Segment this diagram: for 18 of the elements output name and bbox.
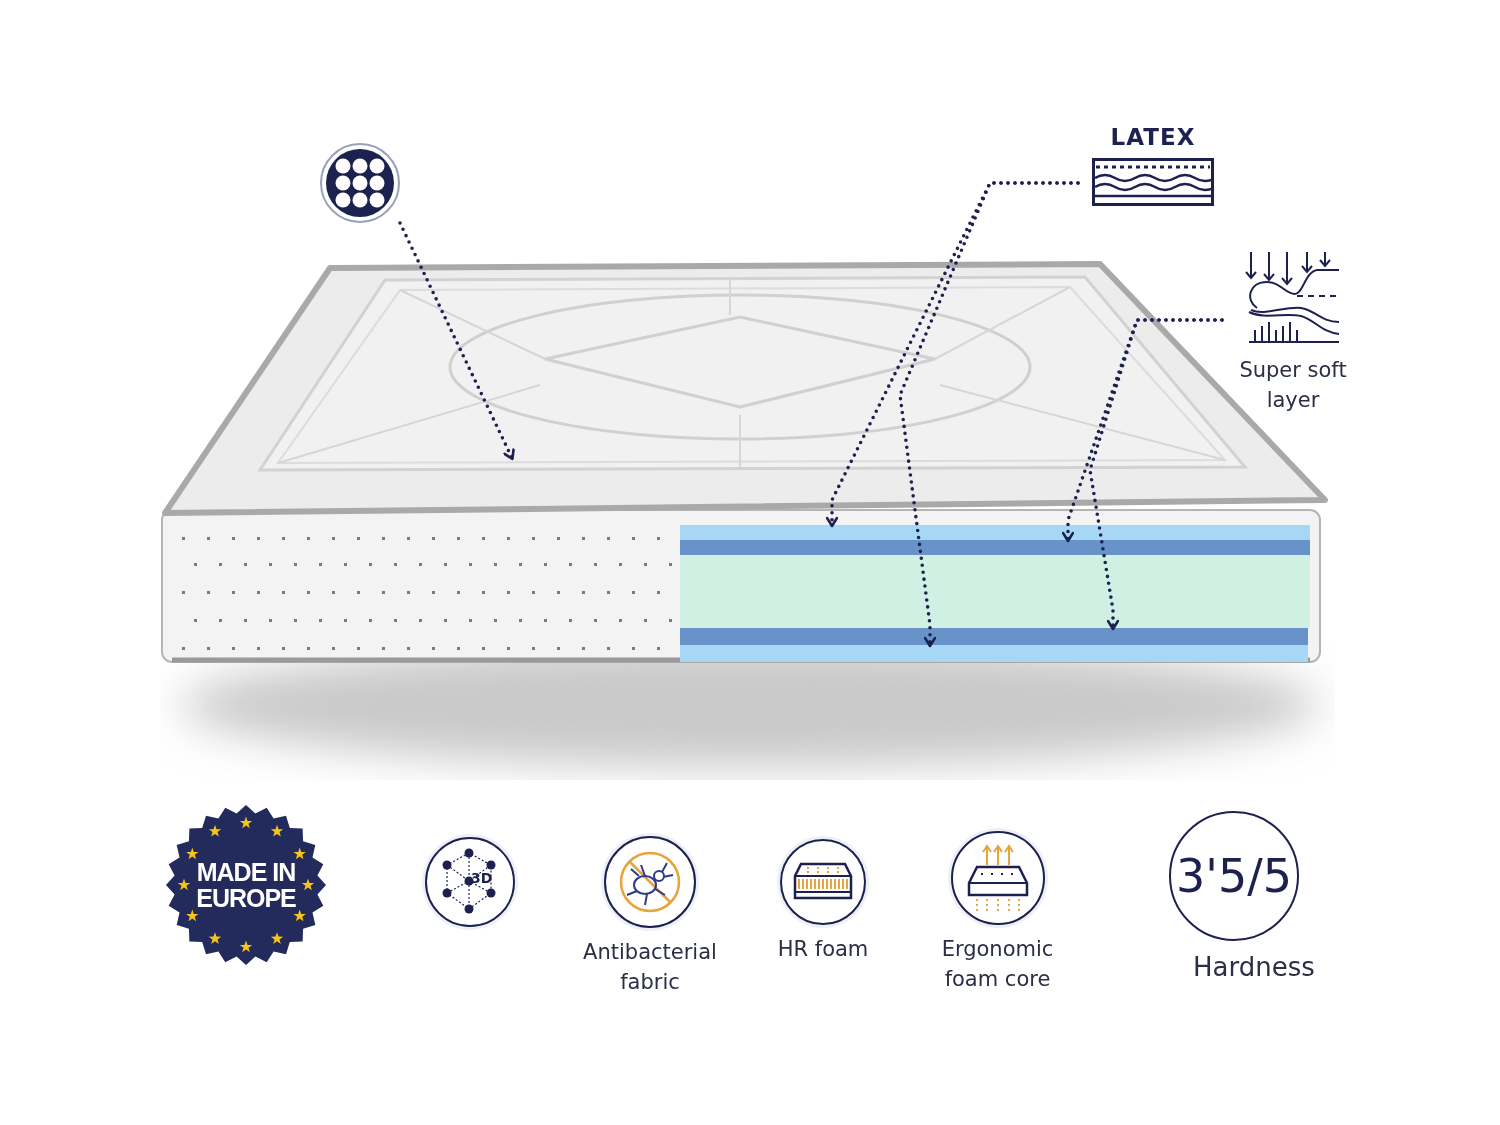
node-label: HR foam <box>777 936 869 963</box>
leader-arrow <box>898 181 1080 648</box>
foam-layer <box>680 628 1308 645</box>
node-label: Super soft layer <box>1238 357 1348 414</box>
rating-value: 3'5/5 <box>1176 853 1292 899</box>
foam-layer <box>680 540 1310 555</box>
heading: LATEX <box>1110 125 1196 151</box>
foam-layer <box>680 555 1310 628</box>
foam-layer <box>680 525 1310 540</box>
badge-label: MADE IN EUROPE <box>195 859 297 912</box>
leader-arrow <box>398 221 515 461</box>
foam-layer <box>680 645 1308 662</box>
leader-arrow <box>1088 318 1224 631</box>
icon-label: 3D <box>471 871 493 885</box>
node-label: Antibacterial fabric <box>582 939 718 996</box>
vent-holes-icon <box>320 143 400 223</box>
node-label: Hardness <box>1193 951 1315 984</box>
node-label: Ergonomic foam core <box>940 936 1055 993</box>
